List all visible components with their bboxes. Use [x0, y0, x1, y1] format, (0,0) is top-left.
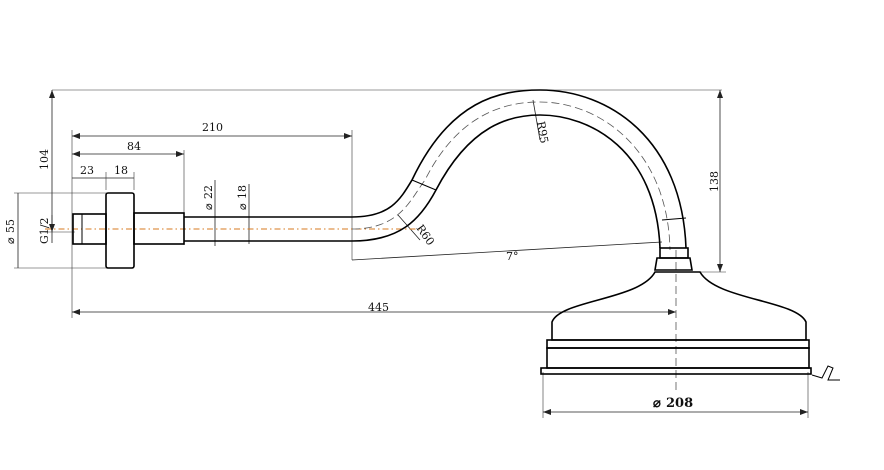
diameter-symbol: ⌀ — [236, 203, 249, 210]
side-nub — [811, 365, 840, 381]
label-dia22: 22 — [202, 185, 215, 199]
label-23: 23 — [80, 164, 94, 177]
spray-plate — [540, 367, 812, 375]
wall-connector — [72, 192, 135, 269]
arrow — [344, 133, 352, 139]
label-r95: R95 — [534, 120, 551, 144]
joint-seam — [411, 179, 437, 191]
joint-seam — [661, 217, 687, 221]
arrow — [72, 133, 80, 139]
straight-arm — [133, 212, 352, 245]
arrowheads — [49, 90, 808, 415]
arrow — [176, 151, 184, 157]
label-dia208: 208 — [666, 396, 693, 411]
dim-r95-leader — [532, 99, 541, 141]
gooseneck-arm — [351, 89, 687, 249]
dimension-labels: 210 84 23 18 445 7° 104 138 ⌀ 55 G1/2 ⌀ … — [4, 120, 721, 411]
label-dia208-group: ⌀ 208 — [648, 393, 698, 411]
ball-joint — [654, 257, 693, 271]
gooseneck-outer — [351, 89, 687, 249]
head-dome — [551, 271, 807, 341]
arrow — [543, 409, 551, 415]
arm-collar — [133, 212, 185, 245]
label-backdrop — [648, 393, 698, 409]
arrow — [800, 409, 808, 415]
label-dia22-group: ⌀ 22 — [202, 185, 215, 210]
label-138: 138 — [708, 171, 721, 192]
shower-head — [540, 247, 840, 381]
head-rim — [546, 339, 810, 349]
label-dia18: 18 — [236, 185, 249, 199]
dimension-lines — [14, 89, 809, 418]
arrow — [49, 224, 55, 232]
diameter-symbol: ⌀ — [653, 396, 661, 411]
label-210: 210 — [202, 121, 223, 134]
arrow — [72, 309, 80, 315]
dim-angle-line — [351, 241, 663, 261]
dim-r60-leader — [397, 214, 421, 241]
label-angle: 7° — [506, 250, 519, 263]
diameter-symbol: ⌀ — [202, 203, 215, 210]
label-dia55: 55 — [4, 219, 17, 233]
label-84: 84 — [127, 140, 141, 153]
label-r60: R60 — [414, 222, 437, 248]
label-dia55-group: ⌀ 55 — [4, 219, 17, 244]
label-dia18-group: ⌀ 18 — [236, 185, 249, 210]
arrow — [717, 90, 723, 98]
diameter-symbol: ⌀ — [4, 237, 17, 244]
label-445: 445 — [368, 301, 389, 314]
arrow — [717, 264, 723, 272]
label-thread: G1/2 — [38, 218, 51, 245]
arrow — [72, 151, 80, 157]
arrow — [668, 309, 676, 315]
swivel-joint — [659, 247, 689, 259]
centerline-arm — [351, 101, 671, 251]
label-104: 104 — [38, 149, 51, 170]
head-face — [546, 347, 810, 369]
label-18: 18 — [114, 164, 128, 177]
wall-flange — [105, 192, 135, 269]
gooseneck-inner — [351, 114, 661, 249]
arrow — [49, 90, 55, 98]
